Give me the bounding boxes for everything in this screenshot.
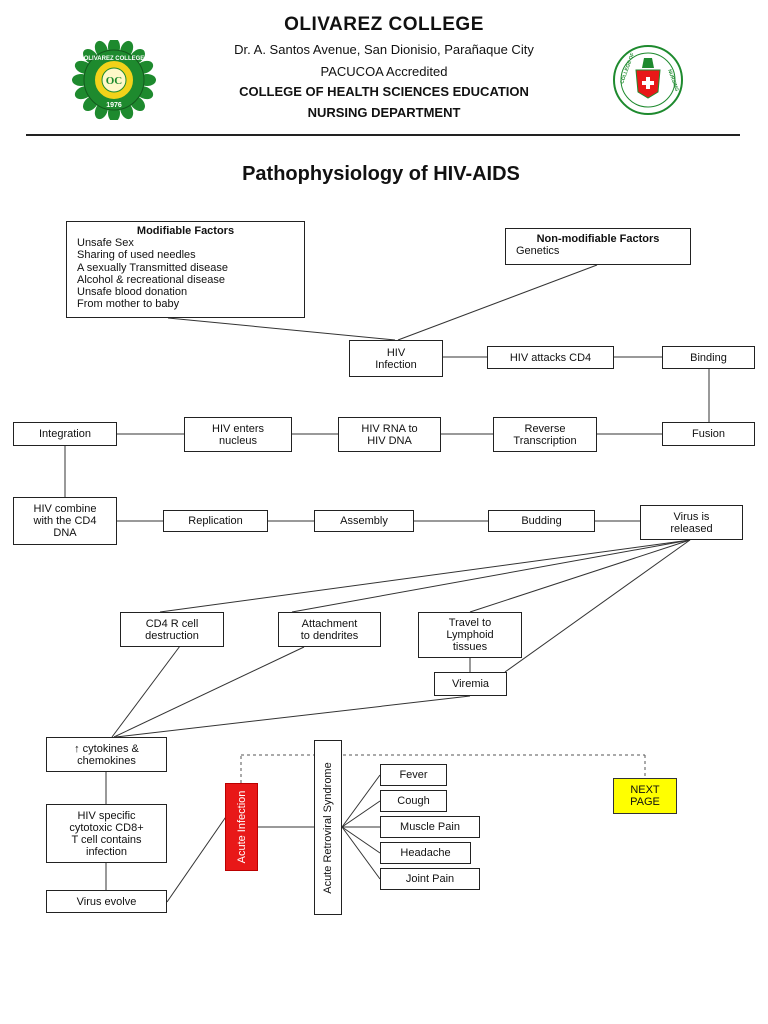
logo-year: 1976 xyxy=(106,102,122,109)
node-joint-pain: Joint Pain xyxy=(380,868,480,890)
node-integration: Integration xyxy=(13,422,117,446)
modifiable-item: A sexually Transmitted disease xyxy=(77,261,229,274)
node-binding: Binding xyxy=(662,346,755,369)
connector-ars-to-cough xyxy=(341,800,381,828)
node-travel-lymphoid: Travel to Lymphoid tissues xyxy=(418,612,522,658)
modifiable-factors-box: Modifiable Factors Unsafe Sex Sharing of… xyxy=(66,221,305,318)
node-hiv-attacks-cd4: HIV attacks CD4 xyxy=(487,346,614,369)
header-divider xyxy=(26,134,740,136)
connector-released-to-cd4 xyxy=(159,539,691,613)
connector-cd4-to-cytokines xyxy=(111,645,181,738)
accreditation: PACUCOA Accredited xyxy=(320,64,448,79)
modifiable-item: Unsafe Sex xyxy=(77,237,134,250)
ars-label: Acute Retroviral Syndrome xyxy=(322,761,334,894)
modifiable-item: Sharing of used needles xyxy=(77,249,196,262)
node-acute-infection: Acute Infection xyxy=(225,783,258,871)
modifiable-factors-title: Modifiable Factors xyxy=(136,225,235,237)
node-acute-retroviral-syndrome: Acute Retroviral Syndrome xyxy=(314,740,342,915)
connector-viremia-to-cytokines xyxy=(115,695,471,738)
nonmodifiable-factors-title: Non-modifiable Factors xyxy=(536,233,660,245)
node-budding: Budding xyxy=(488,510,595,532)
node-fusion: Fusion xyxy=(662,422,755,446)
nonmodifiable-item: Genetics xyxy=(516,245,560,257)
nursing-department-seal: COLLEGE OF NURSING xyxy=(613,45,683,115)
connector-attachment-to-cytokines xyxy=(113,646,305,738)
connector-released-to-travel xyxy=(469,539,691,613)
modifiable-item: Alcohol & recreational disease xyxy=(77,273,225,286)
node-assembly: Assembly xyxy=(314,510,414,532)
node-cough: Cough xyxy=(380,790,447,812)
node-cd4-destruction: CD4 R cell destruction xyxy=(120,612,224,647)
acute-infection-label: Acute Infection xyxy=(235,790,248,864)
node-hiv-combine: HIV combine with the CD4 DNA xyxy=(13,497,117,545)
node-attachment-dendrites: Attachment to dendrites xyxy=(278,612,381,647)
page-title: Pathophysiology of HIV-AIDS xyxy=(242,163,520,185)
logo-ring-text: OLIVAREZ COLLEGE xyxy=(84,56,145,62)
next-page-button[interactable]: NEXT PAGE xyxy=(613,778,677,814)
nursing-department: NURSING DEPARTMENT xyxy=(307,105,461,120)
connector-released-to-viremia xyxy=(504,539,691,673)
node-rna-to-dna: HIV RNA to HIV DNA xyxy=(338,417,441,452)
node-virus-evolve: Virus evolve xyxy=(46,890,167,913)
node-hiv-infection: HIV Infection xyxy=(349,340,443,377)
olivarez-college-logo: OLIVAREZ COLLEGE OC 1976 xyxy=(72,40,156,120)
node-fever: Fever xyxy=(380,764,447,786)
college-address: Dr. A. Santos Avenue, San Dionisio, Para… xyxy=(234,42,534,57)
modifiable-item: Unsafe blood donation xyxy=(77,286,188,299)
node-muscle-pain: Muscle Pain xyxy=(380,816,480,838)
connector-released-to-attachment xyxy=(291,539,691,613)
connector-modifiable-to-infection xyxy=(167,317,396,341)
logo-monogram: OC xyxy=(106,75,123,87)
connector-evolve-to-acute xyxy=(166,807,233,903)
node-viremia: Viremia xyxy=(434,672,507,696)
node-reverse-transcription: Reverse Transcription xyxy=(493,417,597,452)
modifiable-item: From mother to baby xyxy=(77,298,180,311)
node-cd8: HIV specific cytotoxic CD8+ T cell conta… xyxy=(46,804,167,863)
node-hiv-enters-nucleus: HIV enters nucleus xyxy=(184,417,292,452)
connector-ars-to-joint xyxy=(341,826,381,880)
nonmodifiable-factors-box: Non-modifiable Factors Genetics xyxy=(505,228,691,265)
connector-nonmodifiable-to-infection xyxy=(397,264,598,341)
node-cytokines: ↑ cytokines & chemokines xyxy=(46,737,167,772)
node-headache: Headache xyxy=(380,842,471,864)
college-department: COLLEGE OF HEALTH SCIENCES EDUCATION xyxy=(239,84,529,99)
node-virus-released: Virus is released xyxy=(640,505,743,540)
college-name: OLIVAREZ COLLEGE xyxy=(284,14,484,35)
node-replication: Replication xyxy=(163,510,268,532)
connector-ars-to-fever xyxy=(341,774,381,828)
connector-ars-to-headache xyxy=(341,826,381,854)
